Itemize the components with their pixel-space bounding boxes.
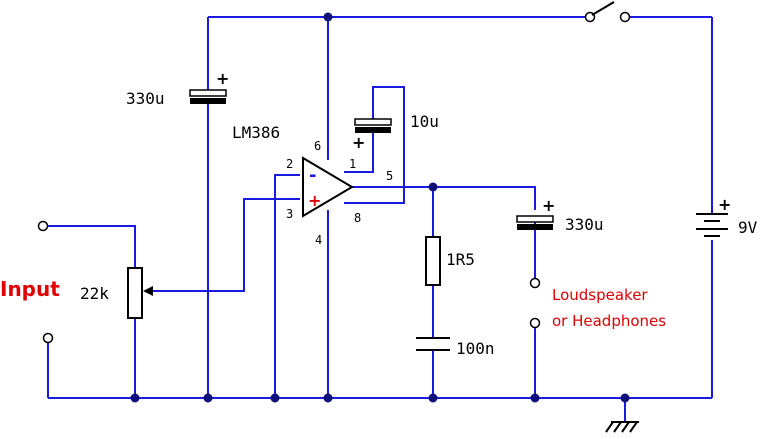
- pin-3-label: 3: [286, 207, 293, 221]
- bypass-capacitor: + 10u: [352, 112, 439, 152]
- terminals: [37, 11, 631, 344]
- input-label: Input: [0, 277, 60, 301]
- ground-icon: [605, 421, 639, 433]
- c-out-plus: +: [542, 196, 555, 215]
- output-capacitor: + 330u: [516, 196, 604, 234]
- junctions: [130, 12, 630, 403]
- c-out-label: 330u: [565, 215, 604, 234]
- junction-dot: [428, 393, 438, 403]
- junction-dot: [323, 12, 333, 22]
- pin2-ground-wire: [274, 174, 300, 398]
- wires: [47, 16, 713, 422]
- battery: + 9V: [696, 195, 758, 237]
- c-in-label: 330u: [126, 89, 165, 108]
- junction-dot: [270, 393, 280, 403]
- power-switch: [591, 1, 615, 16]
- battery-plus: +: [718, 195, 731, 214]
- c-bypass-label: 10u: [410, 112, 439, 131]
- junction-dot: [323, 393, 333, 403]
- speaker-terminal-top: [529, 277, 541, 289]
- junction-dot: [530, 393, 540, 403]
- speaker-label-line1: Loudspeaker: [552, 286, 648, 304]
- resistor-label: 1R5: [446, 250, 475, 269]
- switch-terminal-right: [619, 11, 631, 23]
- c-in-plus: +: [216, 69, 229, 88]
- pot-label: 22k: [80, 284, 109, 303]
- input-terminal-top: [37, 220, 49, 232]
- junction-dot: [428, 182, 438, 192]
- ic-label: LM386: [232, 123, 280, 142]
- output-wire: [352, 186, 536, 210]
- ic-minus: -: [309, 165, 316, 186]
- pin-8-label: 8: [354, 211, 361, 225]
- lm386-amplifier: - + LM386 6 2 3 4 1 5 8: [232, 123, 393, 247]
- pin-2-label: 2: [286, 157, 293, 171]
- pin-5-label: 5: [386, 169, 393, 183]
- speaker-terminal-bottom: [529, 317, 541, 329]
- zobel-capacitor: 100n: [416, 337, 495, 358]
- junction-dot: [130, 393, 140, 403]
- input-terminal-bottom: [42, 332, 54, 344]
- pin-6-label: 6: [314, 139, 321, 153]
- input-capacitor: + 330u: [126, 69, 229, 108]
- junction-dot: [620, 393, 630, 403]
- pin8-bypass-wire: [344, 86, 405, 204]
- c-zobel-label: 100n: [456, 339, 495, 358]
- pin-1-label: 1: [349, 157, 356, 171]
- pin1-bypass-wire: [344, 133, 374, 173]
- pin-4-label: 4: [315, 233, 322, 247]
- pin3-signal-wire: [150, 198, 300, 292]
- c-bypass-plus: +: [352, 133, 365, 152]
- ic-plus: +: [308, 191, 321, 210]
- zobel-resistor: 1R5: [425, 236, 475, 286]
- junction-dot: [203, 393, 213, 403]
- potentiometer: 22k: [80, 267, 153, 319]
- pot-wiper-arrow-icon: [143, 286, 153, 296]
- speaker-label-line2: or Headphones: [552, 312, 666, 330]
- battery-label: 9V: [738, 218, 758, 237]
- input-signal-wire: [48, 225, 136, 268]
